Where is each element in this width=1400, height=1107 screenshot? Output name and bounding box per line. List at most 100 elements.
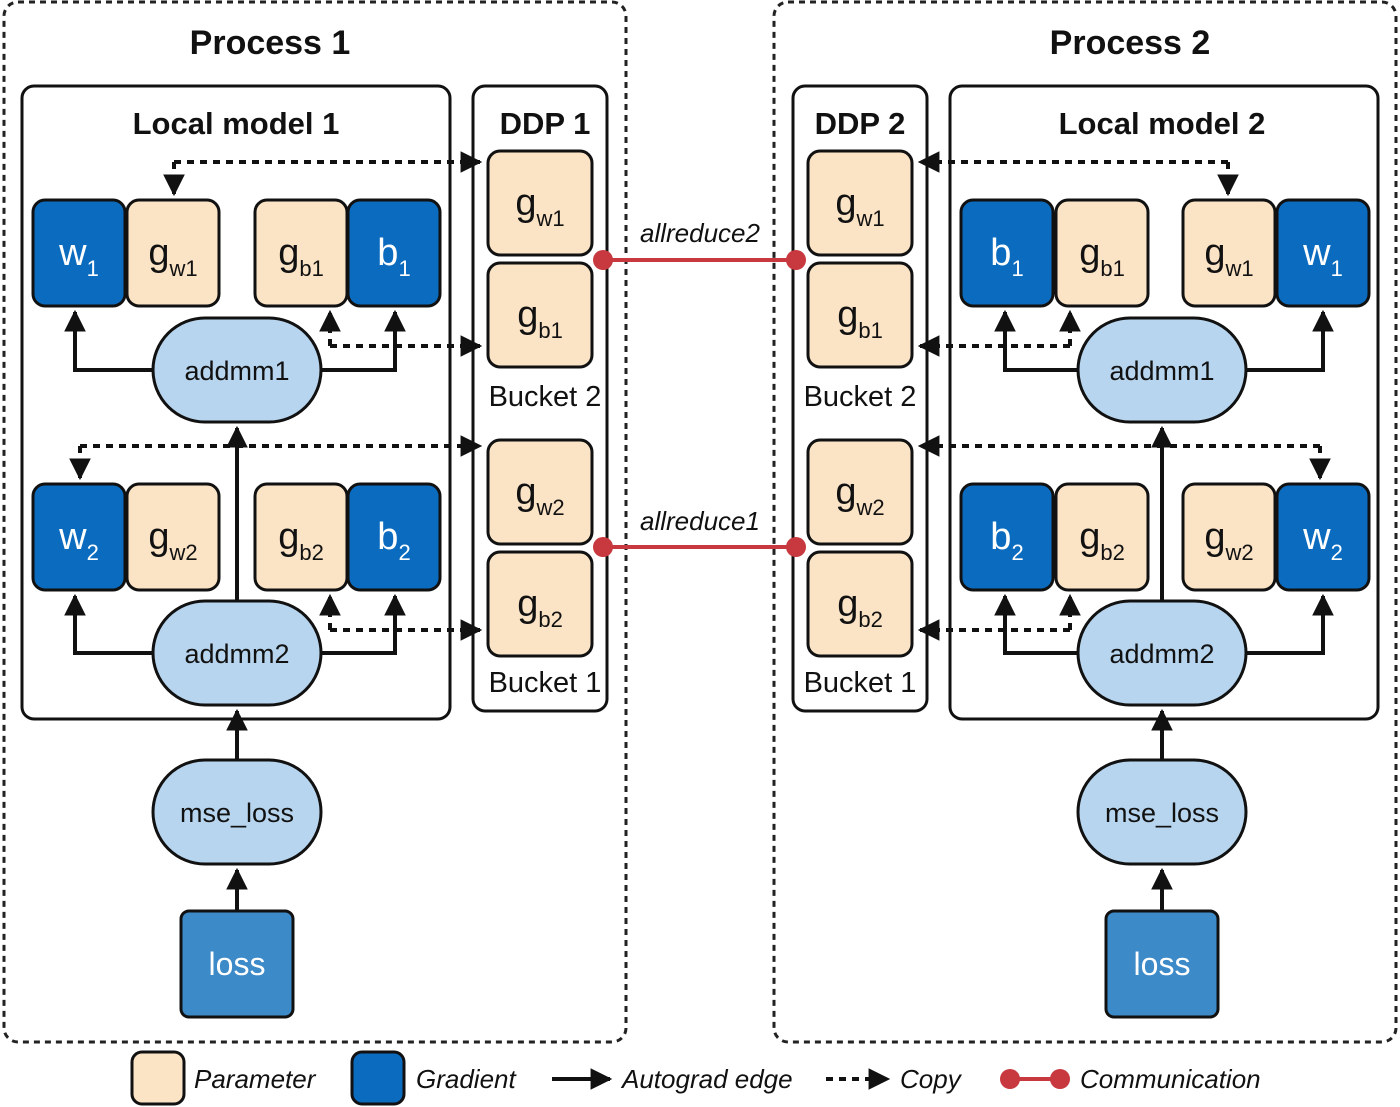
p2-layer1-gb1-box-label: gb1 <box>1079 232 1125 281</box>
legend: Parameter Gradient Autograd edge Copy Co… <box>130 1050 1261 1106</box>
allreduce2-link <box>593 250 806 270</box>
p1-mse-loss-node: mse_loss <box>151 758 323 866</box>
p2-edge-addmm2-to-w2 <box>1246 593 1334 655</box>
p2-ddp-gb1-box: gb1 <box>806 261 914 369</box>
p2-loss-node-label: loss <box>1134 946 1191 982</box>
p2-edge-addmm1-to-w1 <box>1246 309 1334 372</box>
p2-ddp-gw2-box: gw2 <box>806 438 914 546</box>
p1-loss-node-label: loss <box>209 946 266 982</box>
ddp-1-bucket-2-label: Bucket 2 <box>489 381 602 413</box>
p2-edge-addmm2-to-b2 <box>994 593 1078 655</box>
p2-loss-node: loss <box>1104 909 1220 1019</box>
ddp-2-title: DDP 2 <box>815 106 906 141</box>
p1-layer2-b2-box: b2 <box>346 482 442 592</box>
p2-layer1-b1-box: b1 <box>959 198 1055 308</box>
p1-ddp-gb2-box-label: gb2 <box>517 583 563 632</box>
p1-layer1-gb1-box-label: gb1 <box>278 232 324 281</box>
p2-addmm2-node-label: addmm2 <box>1109 639 1214 669</box>
p1-layer2-w2-box: w2 <box>31 482 127 592</box>
ddp-2-bucket-2-label: Bucket 2 <box>804 381 917 413</box>
p2-ddp-gw1-box: gw1 <box>806 149 914 257</box>
p1-addmm2-node-label: addmm2 <box>184 639 289 669</box>
p2-addmm1-node: addmm1 <box>1076 316 1248 424</box>
legend-parameter-swatch <box>130 1050 186 1106</box>
ddp-1-box <box>471 84 609 713</box>
legend-copy-label: Copy <box>900 1064 963 1094</box>
p2-ddp-gw2-box-label: gw2 <box>835 471 884 520</box>
p1-loss-node: loss <box>179 909 295 1019</box>
p1-layer1-gw1-box: gw1 <box>125 198 221 308</box>
p1-edge-addmm1-to-b1 <box>321 309 406 372</box>
p2-ddp-gb1-box-label: gb1 <box>837 294 883 343</box>
p2-ddp-gb2-box: gb2 <box>806 550 914 658</box>
p1-edge-addmm1-to-w1 <box>64 309 153 372</box>
p1-ddp-gw2-box-label: gw2 <box>515 471 564 520</box>
legend-communication-symbol <box>1000 1069 1070 1089</box>
p2-layer2-gw2-box: gw2 <box>1181 482 1277 592</box>
p2-layer2-gw2-box-label: gw2 <box>1204 516 1253 565</box>
p1-layer1-gb1-box: gb1 <box>253 198 349 308</box>
p2-addmm1-node-label: addmm1 <box>1109 356 1214 386</box>
process-1-title: Process 1 <box>190 24 351 62</box>
ddp-1-title: DDP 1 <box>500 106 591 141</box>
legend-autograd-label: Autograd edge <box>620 1064 793 1094</box>
ddp-1-bucket-1-label: Bucket 1 <box>489 667 602 699</box>
p1-layer1-gw1-box-label: gw1 <box>148 232 197 281</box>
p1-addmm1-node-label: addmm1 <box>184 356 289 386</box>
p1-layer1-b1-box: b1 <box>346 198 442 308</box>
p2-edge-addmm1-to-b1 <box>994 309 1078 372</box>
p1-layer1-b1-box-label: b1 <box>377 232 410 281</box>
p2-layer2-gb2-box: gb2 <box>1054 482 1150 592</box>
p1-layer1-w1-box: w1 <box>31 198 127 308</box>
process-2-container <box>772 0 1398 1044</box>
p1-addmm1-node: addmm1 <box>151 316 323 424</box>
legend-parameter-label: Parameter <box>194 1064 317 1094</box>
process-2-title: Process 2 <box>1050 24 1211 62</box>
p1-ddp-gw1-box-label: gw1 <box>515 182 564 231</box>
p2-layer1-w1-box-label: w1 <box>1302 232 1343 281</box>
p1-layer2-gw2-box: gw2 <box>125 482 221 592</box>
p1-addmm2-node: addmm2 <box>151 599 323 707</box>
ddp-2-bucket-1-label: Bucket 1 <box>804 667 917 699</box>
local-model-2-title: Local model 2 <box>1059 106 1266 141</box>
p1-layer1-w1-box-label: w1 <box>58 232 99 281</box>
legend-gradient-swatch <box>350 1050 406 1106</box>
p1-layer2-gw2-box-label: gw2 <box>148 516 197 565</box>
p1-layer2-gb2-box: gb2 <box>253 482 349 592</box>
p2-mse-loss-node: mse_loss <box>1076 758 1248 866</box>
p1-edge-addmm2-to-w2 <box>64 593 153 655</box>
legend-communication-label: Communication <box>1080 1064 1261 1094</box>
p2-layer1-b1-box-label: b1 <box>990 232 1023 281</box>
p2-layer2-b2-box-label: b2 <box>990 516 1023 565</box>
p1-layer2-w2-box-label: w2 <box>58 516 99 565</box>
p2-layer2-gb2-box-label: gb2 <box>1079 516 1125 565</box>
p2-ddp-gb2-box-label: gb2 <box>837 583 883 632</box>
p2-addmm2-node: addmm2 <box>1076 599 1248 707</box>
p2-mse-loss-node-label: mse_loss <box>1105 798 1219 828</box>
p1-ddp-gw1-box: gw1 <box>486 149 594 257</box>
p2-layer1-gw1-box: gw1 <box>1181 198 1277 308</box>
p2-ddp-gw1-box-label: gw1 <box>835 182 884 231</box>
p1-ddp-gw2-box: gw2 <box>486 438 594 546</box>
allreduce1-label: allreduce1 <box>640 506 760 536</box>
p1-ddp-gb1-box: gb1 <box>486 261 594 369</box>
p2-layer2-b2-box: b2 <box>959 482 1055 592</box>
process-1-container <box>2 0 628 1044</box>
p2-layer2-w2-box: w2 <box>1275 482 1371 592</box>
p1-ddp-gb2-box: gb2 <box>486 550 594 658</box>
local-model-1-title: Local model 1 <box>133 106 340 141</box>
p1-edge-addmm2-to-b2 <box>321 593 406 655</box>
p2-layer2-w2-box-label: w2 <box>1302 516 1343 565</box>
p1-ddp-gb1-box-label: gb1 <box>517 294 563 343</box>
allreduce1-link <box>593 537 806 557</box>
p1-layer2-b2-box-label: b2 <box>377 516 410 565</box>
p2-layer1-gw1-box-label: gw1 <box>1204 232 1253 281</box>
p1-layer2-gb2-box-label: gb2 <box>278 516 324 565</box>
allreduce2-label: allreduce2 <box>640 218 761 248</box>
p1-mse-loss-node-label: mse_loss <box>180 798 294 828</box>
p2-layer1-w1-box: w1 <box>1275 198 1371 308</box>
ddp-2-box <box>791 84 929 713</box>
p2-layer1-gb1-box: gb1 <box>1054 198 1150 308</box>
legend-gradient-label: Gradient <box>416 1064 517 1094</box>
